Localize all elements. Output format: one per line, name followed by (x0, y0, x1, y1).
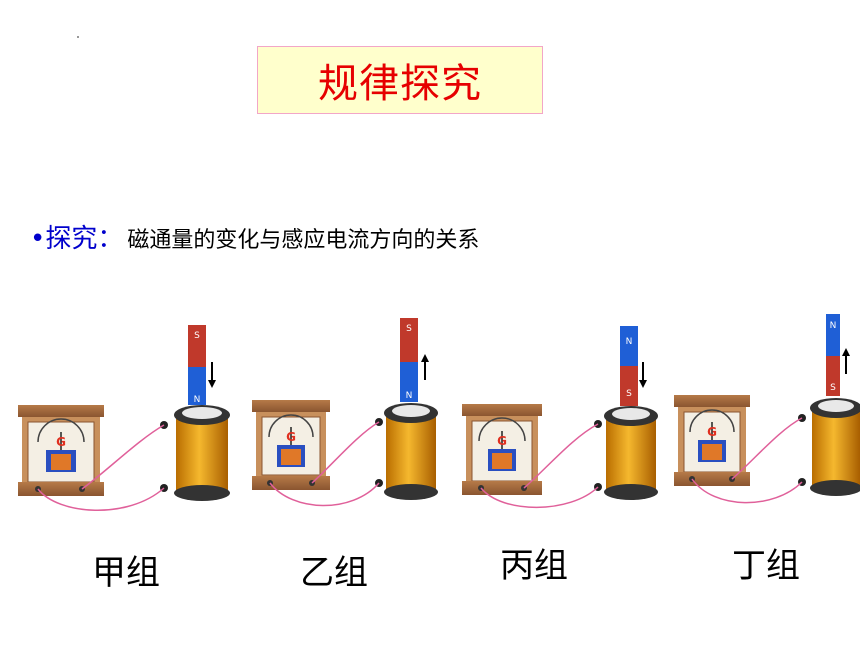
group-label-2: 乙组 (300, 553, 368, 593)
magnet-bottom-pole: S (626, 389, 632, 399)
magnet-top-pole: N (830, 321, 837, 331)
group-label-1: 甲组 (92, 553, 160, 593)
galvanometer-label: G (707, 425, 717, 439)
subtitle-label: 探究： (45, 224, 124, 254)
group-label-3: 丙组 (500, 546, 568, 586)
stray-dot (77, 36, 79, 38)
magnet-top-pole: N (626, 337, 633, 347)
apparatus-group-3: G N S (462, 326, 658, 509)
magnet-bottom-pole: N (194, 395, 201, 405)
magnet-bottom-pole: N (406, 391, 413, 401)
group-label-4: 丁组 (732, 546, 800, 586)
apparatus-group-4: G N S (674, 314, 860, 504)
galvanometer-label: G (286, 430, 296, 444)
subtitle-line: • 探究： 磁通量的变化与感应电流方向的关系 (30, 218, 479, 255)
subtitle-text: 磁通量的变化与感应电流方向的关系 (127, 228, 480, 253)
apparatus-group-1: G S N (18, 325, 230, 511)
galvanometer-label: G (56, 435, 66, 449)
bullet-icon: • (30, 224, 46, 254)
magnet-top-pole: S (194, 331, 200, 341)
page-title: 规律探究 (318, 61, 482, 107)
apparatus-illustration: G S N G S N (18, 314, 860, 511)
apparatus-group-2: G S N (252, 318, 438, 507)
magnet-bottom-pole: S (830, 383, 836, 393)
title-box: 规律探究 (257, 46, 543, 114)
galvanometer-label: G (497, 434, 507, 448)
magnet-top-pole: S (406, 324, 412, 334)
